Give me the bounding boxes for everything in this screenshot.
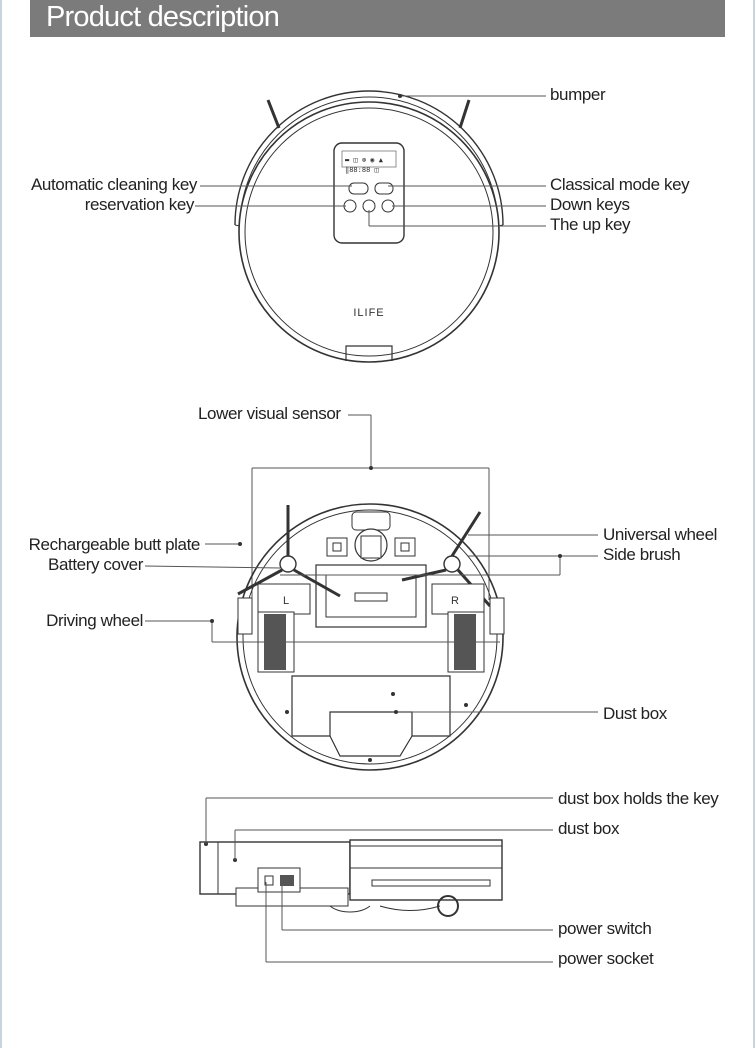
label-bumper: bumper [550,85,606,104]
label-dust-box-side: dust box [558,819,620,838]
label-reservation-key: reservation key [84,195,195,214]
robot-bottom-view [236,414,505,771]
label-dust-box-bottom: Dust box [603,704,667,723]
section-header: Product description [30,0,725,37]
section-title: Product description [46,1,280,33]
label-universal-wheel: Universal wheel [603,525,717,544]
label-power-switch: power switch [558,919,652,938]
label-power-socket: power socket [558,949,654,968]
right-wheel-mark: R [451,595,459,607]
robot-side-view [199,839,503,917]
left-wheel-mark: L [283,595,289,607]
brand-logo: ILIFE [353,307,384,319]
label-side-brush: Side brush [603,545,681,564]
label-lower-visual-sensor: Lower visual sensor [198,404,341,423]
page-frame-left [0,0,2,1048]
robot-top-view: ▬ ◫ ⊛ ◉ ▲ ‖88:88 ◫ [234,90,504,363]
page-frame-right [753,0,755,1048]
label-automatic-cleaning-key: Automatic cleaning key [30,175,197,194]
label-up-key: The up key [550,215,631,234]
label-driving-wheel: Driving wheel [46,611,143,630]
svg-text:▬ ◫ ⊛ ◉ ▲: ▬ ◫ ⊛ ◉ ▲ [345,156,384,164]
label-dust-box-holds-the-key: dust box holds the key [558,789,719,808]
svg-text:‖88:88 ◫: ‖88:88 ◫ [345,166,380,174]
label-battery-cover: Battery cover [48,555,143,574]
label-down-keys: Down keys [550,195,630,214]
label-classical-mode-key: Classical mode key [550,175,690,194]
label-rechargeable-butt-plate: Rechargeable butt plate [28,535,201,554]
